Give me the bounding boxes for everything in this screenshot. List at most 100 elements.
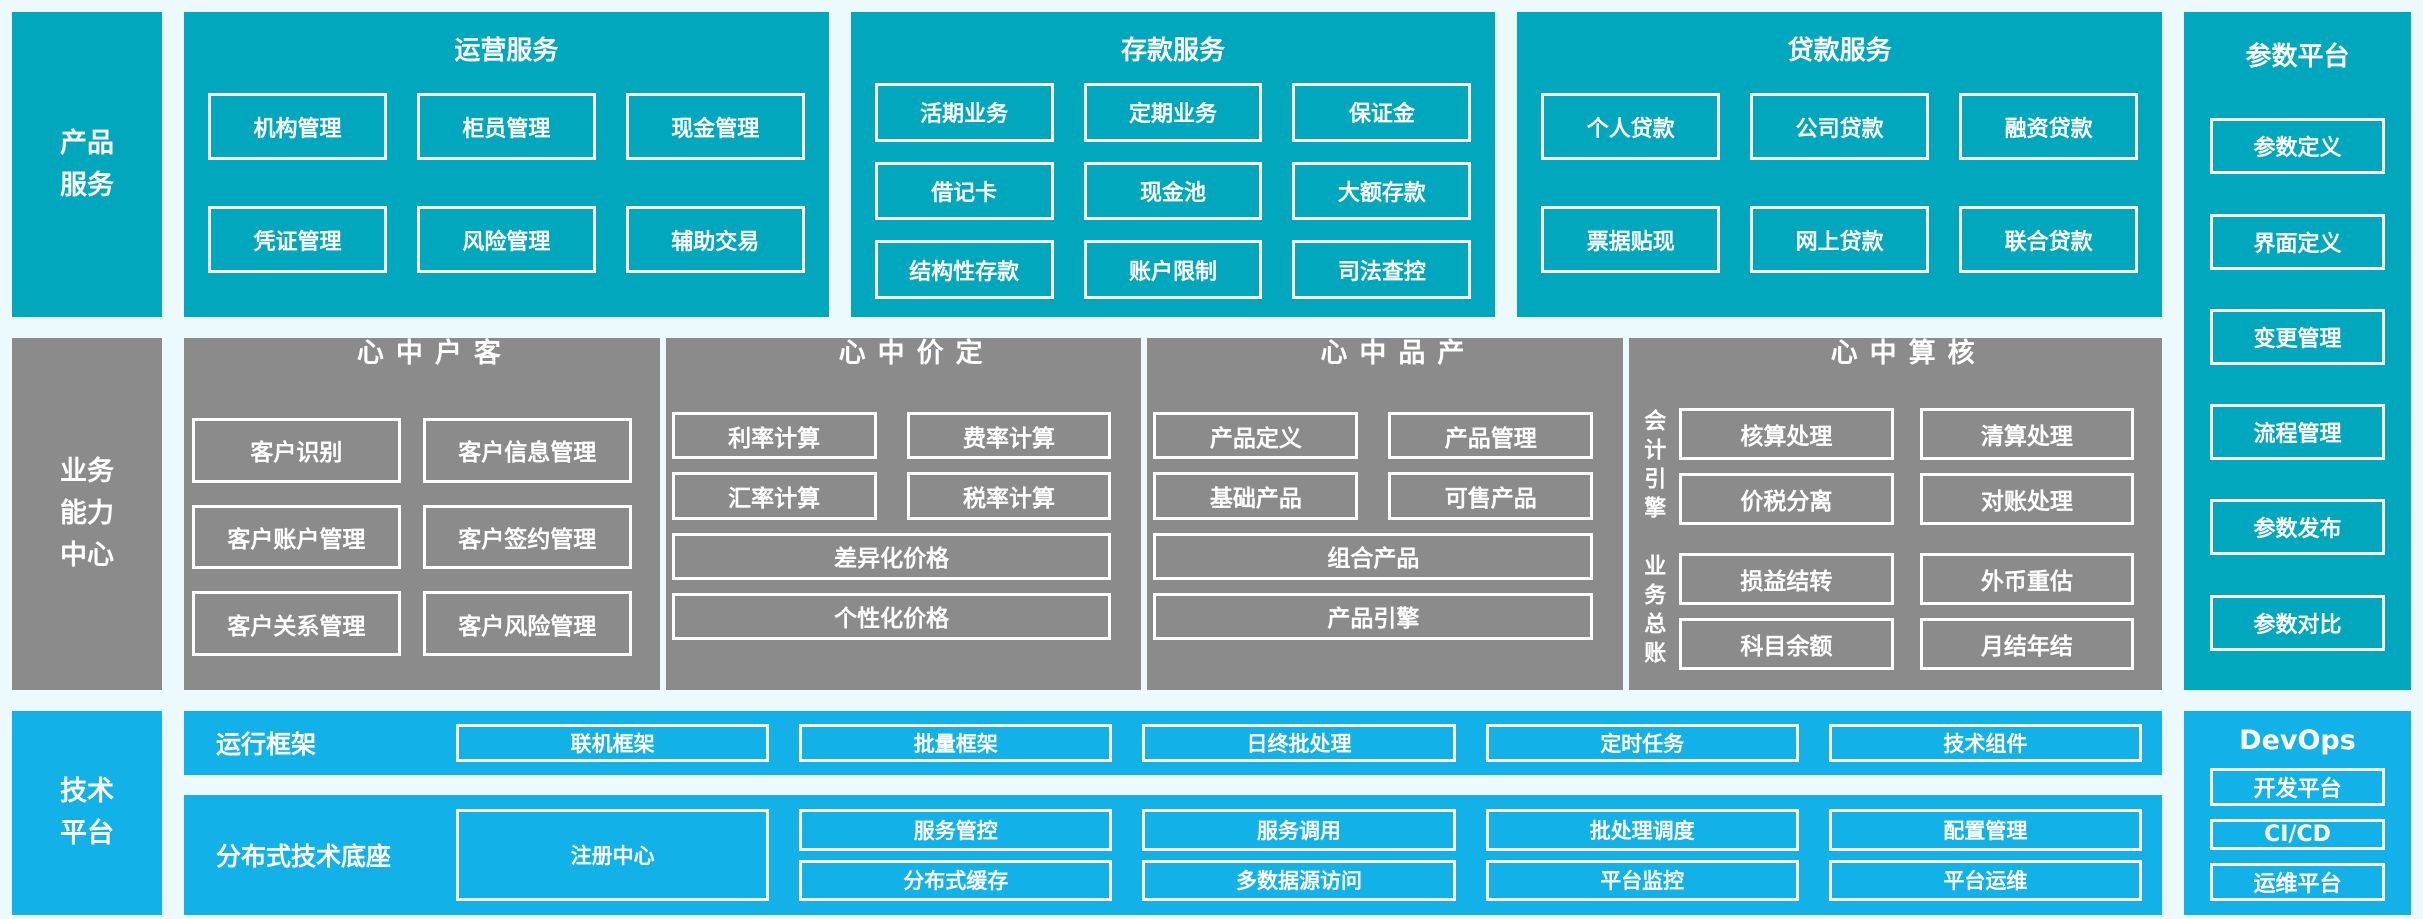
- pricing-box-wide: 差异化价格: [671, 532, 1112, 580]
- accounting-box: 清算处理: [1919, 408, 2135, 460]
- accounting-engine-group: 会计引擎 核算处理 清算处理 价税分离 对账处理: [1629, 408, 2135, 525]
- run-framework-box: 定时任务: [1485, 724, 1799, 762]
- distributed-base-box: 平台监控: [1485, 859, 1799, 901]
- customer-box: 客户信息管理: [422, 418, 632, 483]
- pricing-center-grid: 利率计算 费率计算 汇率计算 税率计算 差异化价格 个性化价格: [666, 390, 1142, 690]
- accounting-box: 科目余额: [1679, 618, 1894, 670]
- run-framework-label: 运行框架: [216, 730, 317, 759]
- operations-box: 机构管理: [208, 93, 387, 160]
- customer-box: 客户关系管理: [192, 591, 401, 656]
- distributed-base-box: 批处理调度: [1485, 809, 1799, 851]
- operations-box: 风险管理: [416, 206, 596, 273]
- section-devops: DevOps 开发平台 CI/CD 运维平台: [2184, 711, 2411, 915]
- business-ledger-label: 业务总账: [1640, 553, 1666, 670]
- operations-box: 辅助交易: [625, 206, 805, 273]
- parameter-platform-title: 参数平台: [2245, 42, 2350, 72]
- distributed-base-box: 多数据源访问: [1142, 859, 1456, 901]
- pricing-center-label: 定价中心: [833, 338, 982, 379]
- accounting-center-groups: 会计引擎 核算处理 清算处理 价税分离 对账处理 业务总账 损益结转 外币重估 …: [1629, 390, 2162, 690]
- product-center-label: 产品中心: [1315, 338, 1464, 379]
- accounting-box: 月结年结: [1919, 618, 2135, 670]
- customer-center-grid: 客户识别 客户信息管理 客户账户管理 客户签约管理 客户关系管理 客户风险管理: [184, 390, 660, 690]
- pricing-box: 利率计算: [671, 412, 877, 460]
- run-framework-box: 联机框架: [456, 724, 770, 762]
- accounting-box: 对账处理: [1919, 473, 2135, 525]
- deposit-box: 大额存款: [1292, 161, 1472, 221]
- section-accounting-center: 核算中心 会计引擎 核算处理 清算处理 价税分离 对账处理 业务总账 损益结转 …: [1629, 338, 2163, 690]
- distributed-base-box: 服务管控: [799, 809, 1113, 851]
- deposit-box: 定期业务: [1083, 83, 1263, 142]
- customer-box: 客户风险管理: [422, 591, 632, 656]
- product-box-wide: 产品引擎: [1153, 592, 1594, 640]
- customer-box: 客户账户管理: [192, 504, 401, 570]
- registry-center-box: 注册中心: [456, 809, 770, 901]
- product-box-wide: 组合产品: [1153, 532, 1594, 580]
- loan-box: 融资贷款: [1959, 93, 2139, 160]
- distributed-tech-base-label: 分布式技术底座: [216, 842, 392, 871]
- pricing-box: 汇率计算: [671, 472, 877, 520]
- product-box: 可售产品: [1388, 472, 1594, 520]
- distributed-tech-base-grid: 注册中心 服务管控 服务调用 批处理调度 配置管理 分布式缓存 多数据源访问 平…: [436, 795, 2162, 915]
- product-center-grid: 产品定义 产品管理 基础产品 可售产品 组合产品 产品引擎: [1147, 390, 1623, 690]
- section-deposit-services: 存款服务 活期业务 定期业务 保证金 借记卡 现金池 大额存款 结构性存款 账户…: [850, 12, 1496, 317]
- parameter-box: 参数对比: [2210, 594, 2385, 651]
- distributed-base-box: 配置管理: [1828, 809, 2142, 851]
- loan-box: 联合贷款: [1959, 206, 2139, 273]
- deposit-box: 保证金: [1292, 83, 1472, 142]
- section-product-center: 产品中心 产品定义 产品管理 基础产品 可售产品 组合产品 产品引擎: [1147, 338, 1624, 690]
- product-box: 基础产品: [1153, 472, 1359, 520]
- business-ledger-group: 业务总账 损益结转 外币重估 科目余额 月结年结: [1629, 553, 2135, 670]
- customer-box: 客户签约管理: [422, 504, 632, 570]
- deposit-box: 司法查控: [1292, 240, 1472, 299]
- product-services-row: 运营服务 机构管理 柜员管理 现金管理 凭证管理 风险管理 辅助交易 存款服务 …: [184, 12, 2163, 317]
- side-label-technology-platform: 技术 平台: [12, 711, 162, 915]
- loan-box: 个人贷款: [1541, 93, 1721, 160]
- distributed-base-box: 分布式缓存: [799, 859, 1113, 901]
- devops-box: CI/CD: [2210, 819, 2385, 850]
- devops-box: 运维平台: [2210, 863, 2385, 901]
- business-ledger-grid: 损益结转 外币重估 科目余额 月结年结: [1679, 553, 2135, 670]
- accounting-engine-label: 会计引擎: [1640, 408, 1666, 525]
- pricing-box: 费率计算: [906, 412, 1112, 460]
- run-framework-box: 批量框架: [799, 724, 1113, 762]
- section-distributed-tech-base: 分布式技术底座 注册中心 服务管控 服务调用 批处理调度 配置管理 分布式缓存 …: [184, 795, 2162, 915]
- section-loan-services: 贷款服务 个人贷款 公司贷款 融资贷款 票据贴现 网上贷款 联合贷款: [1517, 12, 2163, 317]
- customer-box: 客户识别: [192, 418, 401, 483]
- section-customer-center: 客户中心 客户识别 客户信息管理 客户账户管理 客户签约管理 客户关系管理 客户…: [184, 338, 660, 690]
- parameter-box: 流程管理: [2210, 404, 2385, 461]
- customer-center-label: 客户中心: [351, 338, 500, 379]
- parameter-box: 参数发布: [2210, 499, 2385, 556]
- deposit-box: 活期业务: [874, 83, 1054, 142]
- side-label-product-services: 产品 服务: [12, 12, 162, 317]
- run-framework-box: 日终批处理: [1142, 724, 1456, 762]
- loan-services-title: 贷款服务: [1787, 36, 1892, 66]
- accounting-box: 损益结转: [1679, 553, 1894, 605]
- loan-box: 网上贷款: [1750, 206, 1930, 273]
- operations-box: 凭证管理: [208, 206, 387, 273]
- deposit-services-title: 存款服务: [1121, 36, 1226, 66]
- deposit-grid: 活期业务 定期业务 保证金 借记卡 现金池 大额存款 结构性存款 账户限制 司法…: [851, 67, 1496, 317]
- devops-list: 开发平台 CI/CD 运维平台: [2210, 768, 2385, 901]
- operations-box: 现金管理: [625, 93, 805, 160]
- loan-grid: 个人贷款 公司贷款 融资贷款 票据贴现 网上贷款 联合贷款: [1517, 67, 2162, 317]
- deposit-box: 现金池: [1083, 161, 1263, 221]
- pricing-box-wide: 个性化价格: [671, 592, 1112, 640]
- deposit-box: 借记卡: [874, 161, 1054, 221]
- deposit-box: 结构性存款: [874, 240, 1054, 299]
- accounting-engine-grid: 核算处理 清算处理 价税分离 对账处理: [1679, 408, 2135, 525]
- parameter-platform-list: 参数定义 界面定义 变更管理 流程管理 参数发布 参数对比: [2210, 79, 2385, 690]
- section-run-framework: 运行框架 联机框架 批量框架 日终批处理 定时任务 技术组件: [184, 711, 2162, 775]
- section-parameter-platform: 参数平台 参数定义 界面定义 变更管理 流程管理 参数发布 参数对比: [2184, 12, 2411, 690]
- operations-services-title: 运营服务: [454, 36, 559, 66]
- product-box: 产品定义: [1153, 412, 1359, 460]
- operations-grid: 机构管理 柜员管理 现金管理 凭证管理 风险管理 辅助交易: [184, 67, 829, 317]
- distributed-base-box: 服务调用: [1142, 809, 1456, 851]
- operations-box: 柜员管理: [416, 93, 596, 160]
- parameter-box: 变更管理: [2210, 308, 2385, 365]
- technology-platform-row: 运行框架 联机框架 批量框架 日终批处理 定时任务 技术组件 分布式技术底座 注…: [184, 711, 2162, 915]
- side-label-business-capability-center: 业务 能力 中心: [12, 338, 162, 690]
- run-framework-grid: 联机框架 批量框架 日终批处理 定时任务 技术组件: [436, 711, 2162, 775]
- section-pricing-center: 定价中心 利率计算 费率计算 汇率计算 税率计算 差异化价格 个性化价格: [665, 338, 1142, 690]
- parameter-box: 参数定义: [2210, 118, 2385, 175]
